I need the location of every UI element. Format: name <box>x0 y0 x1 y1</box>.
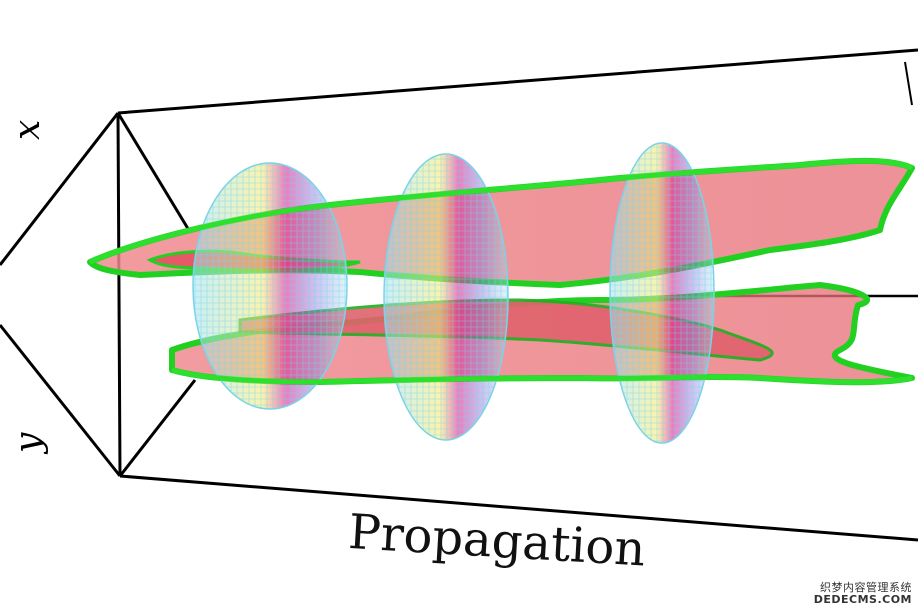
y-axis-label: y <box>8 432 49 453</box>
box-edge-inner-bottom <box>118 379 197 477</box>
box-edge-back-vertical <box>116 112 122 477</box>
x-axis-label: x <box>7 119 48 140</box>
watermark-line-1: 织梦内容管理系统 <box>820 580 912 594</box>
box-edge-bottom <box>119 474 918 542</box>
box-edge-front-bottom <box>0 324 122 477</box>
wavefront-disk-1 <box>192 162 348 410</box>
wavefront-disk-2 <box>383 153 509 441</box>
box-edge-inner-top <box>116 112 192 233</box>
box-edge-top <box>117 48 918 115</box>
watermark: 织梦内容管理系统 DEDECMS.COM <box>813 580 912 607</box>
beam-outline-front <box>88 158 914 385</box>
wavefront-disk-3 <box>609 142 715 444</box>
watermark-line-2: DEDECMS.COM <box>813 593 912 607</box>
box-wireframe <box>0 48 918 542</box>
box-edge-front-top <box>0 112 120 266</box>
box-edge-right <box>904 61 913 106</box>
